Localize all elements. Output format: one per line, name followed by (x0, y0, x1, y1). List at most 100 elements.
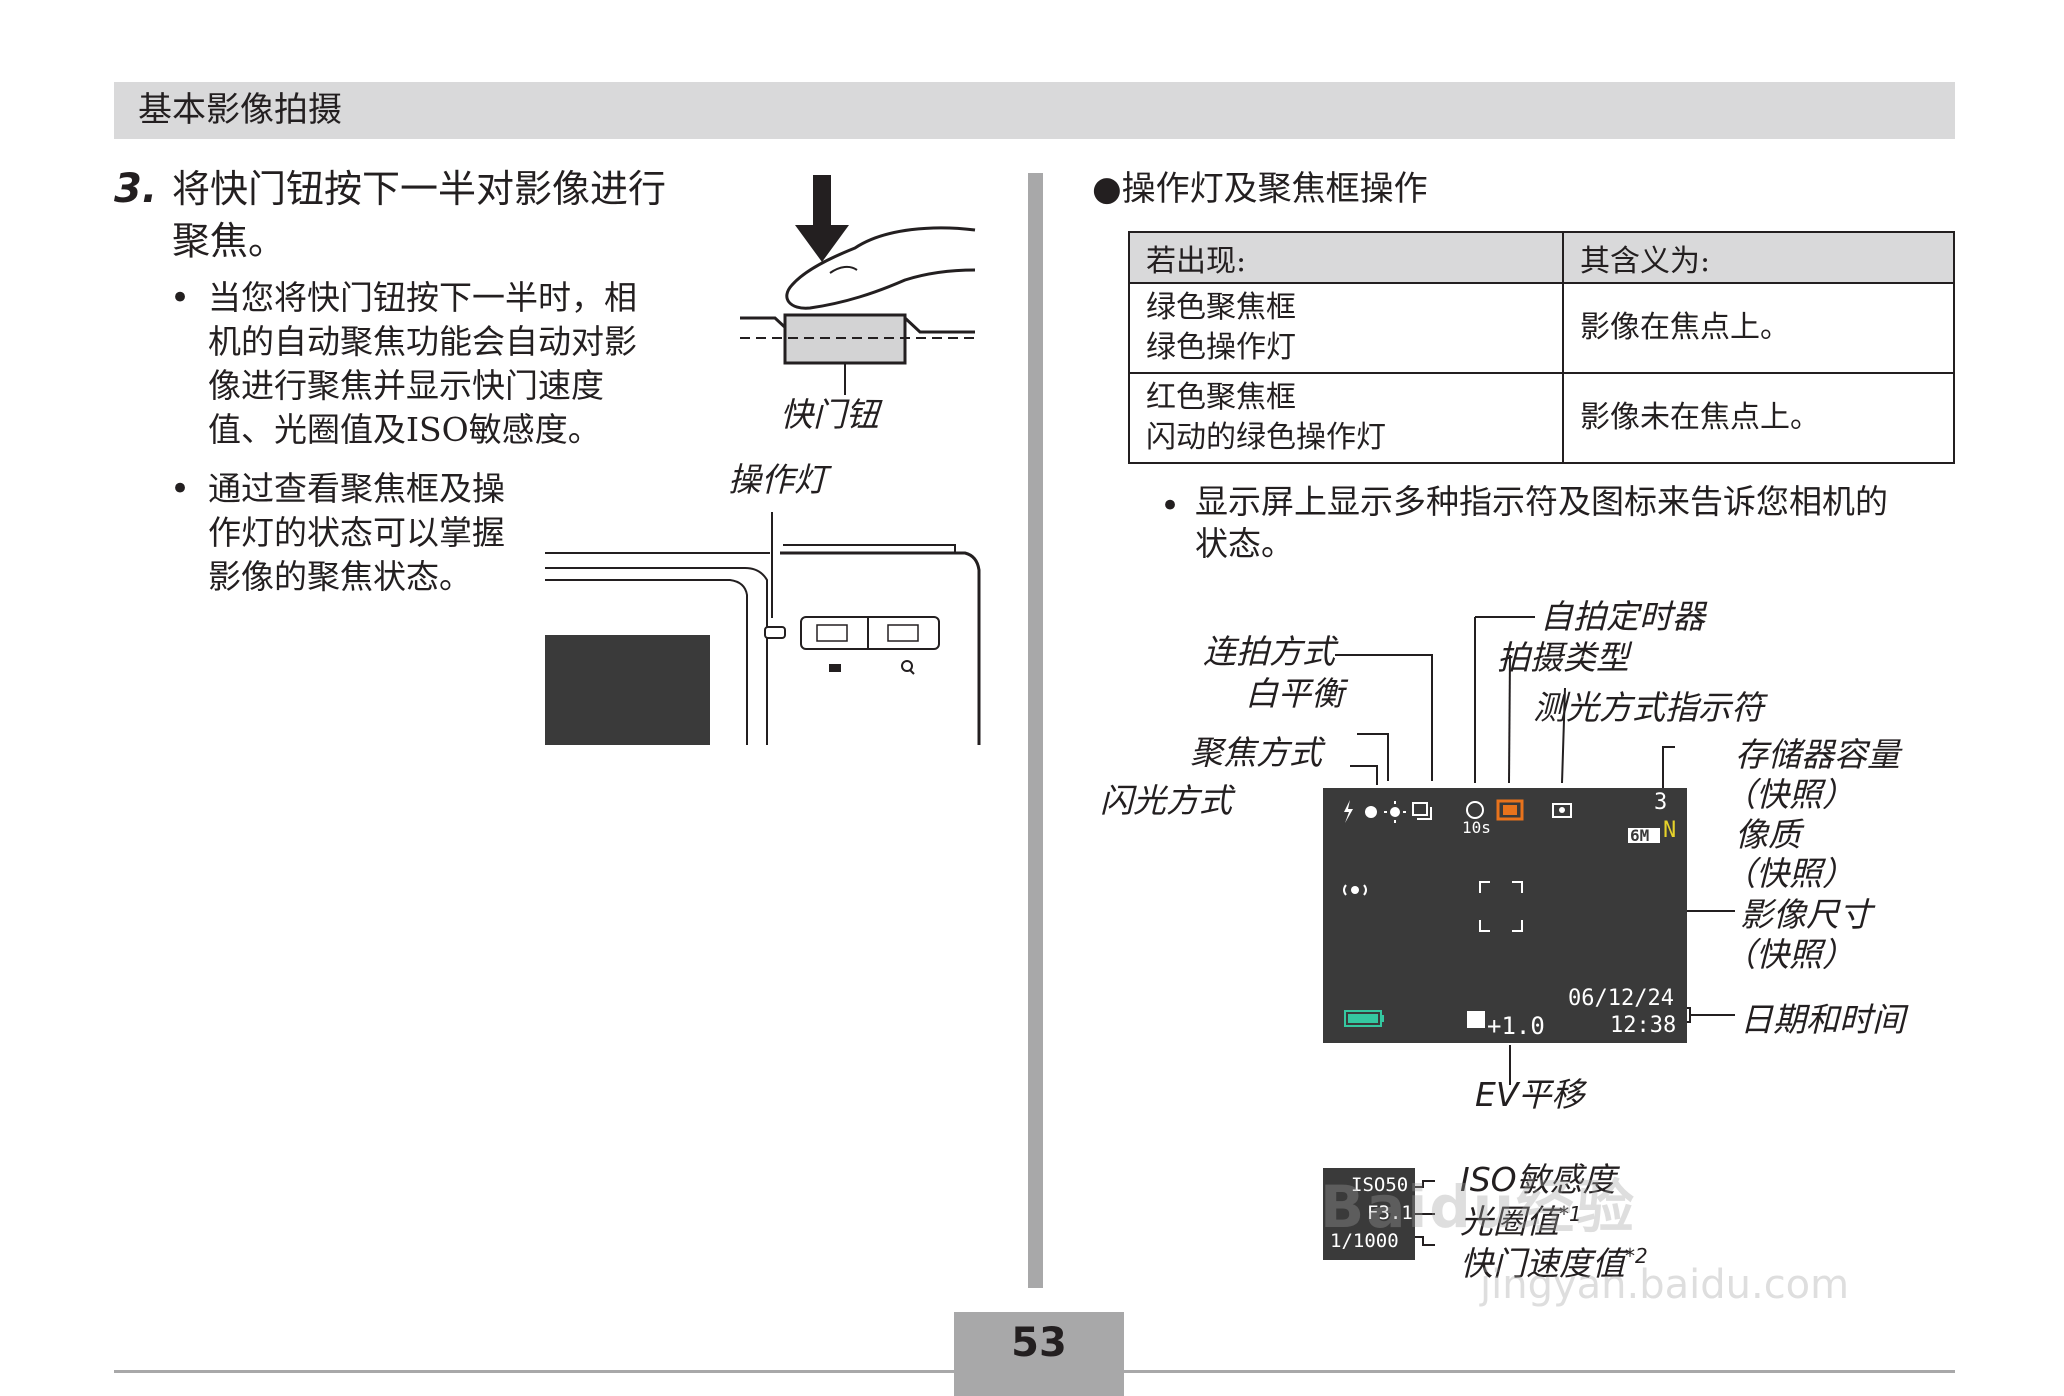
continuous-shot-icon (1412, 802, 1428, 816)
quality-value: N (1663, 818, 1677, 843)
label-aperture: 光圈值*1 (1460, 1194, 1582, 1242)
bullet-marker: • (170, 469, 191, 509)
sun-icon (1390, 807, 1400, 817)
page-header-title: 基本影像拍摄 (138, 90, 342, 130)
operation-lamp-icon (764, 626, 786, 639)
header-bar (114, 82, 1955, 139)
label-metering: 测光方式指示符 (1533, 688, 1764, 727)
bullet-paragraph-2: 通过查看聚焦框及操 作灯的状态可以掌握 影像的聚焦状态。 (208, 467, 548, 599)
bullet-marker: • (170, 278, 191, 318)
anti-shake-waves (1343, 884, 1367, 896)
section-bullet-icon: ● (1092, 169, 1122, 209)
label-continuous: 连拍方式 (1203, 632, 1335, 671)
bullet-line: 作灯的状态可以掌握 (208, 513, 505, 552)
down-arrow-icon (795, 225, 849, 262)
shutter-speed-value: 1/1000 (1330, 1230, 1399, 1252)
watermark-brand: Baidu经验 (1320, 1173, 1637, 1241)
metering-icon (1552, 803, 1572, 818)
step-title-line: 将快门钮按下一半对影像进行 (172, 167, 667, 211)
bullet-line: 像进行聚焦并显示快门速度 (208, 366, 604, 405)
wide-zoom-icon (816, 624, 848, 642)
image-size-icon (1628, 828, 1660, 843)
bullet-line: 影像的聚焦状态。 (208, 557, 472, 596)
battery-tip (1381, 1015, 1384, 1022)
sun-rays (1384, 801, 1406, 823)
magnify-icon (901, 660, 913, 672)
anti-shake-icon (1351, 886, 1359, 894)
shutter-press-illustration (740, 175, 976, 395)
bullet-line: 机的自动聚焦功能会自动对影 (208, 322, 637, 361)
focus-status-table: 若出现: 其含义为: 绿色聚焦框 绿色操作灯 影像在焦点上。 红色聚焦框 闪动的… (1128, 231, 1955, 464)
table-row: 绿色聚焦框 绿色操作灯 影像在焦点上。 (1128, 282, 1955, 374)
label-self-timer: 自拍定时器 (1540, 597, 1705, 636)
magnify-handle (909, 669, 915, 675)
body-edge-right (903, 316, 975, 334)
camera-body-outline (780, 551, 981, 745)
lcd-diagram (1323, 616, 1735, 1260)
label-image-size: 影像尺寸 (1740, 895, 1872, 934)
note-line: 状态。 (1195, 524, 1294, 563)
label-aperture-text: 光圈值 (1460, 1202, 1559, 1241)
cell-line: 闪动的绿色操作灯 (1146, 420, 1386, 455)
ev-value: +1.0 (1487, 1012, 1545, 1040)
note-paragraph: 显示屏上显示多种指示符及图标来告诉您相机的 状态。 (1195, 481, 1965, 565)
shooting-type-icon (1496, 799, 1524, 821)
page-number-box (954, 1312, 1124, 1396)
label-snapshot: （快照） (1723, 935, 1855, 974)
shutter-button-label: 快门钮 (780, 395, 879, 434)
exposure-readout-box (1323, 1168, 1415, 1260)
continuous-shot-icon-back (1417, 807, 1432, 820)
label-memory: 存储器容量 (1735, 735, 1900, 774)
date-value: 06/12/24 (1568, 986, 1674, 1011)
image-size-value: 6M (1630, 826, 1650, 845)
label-ev-shift: EV平移 (1475, 1075, 1585, 1114)
label-shutter-speed-text: 快门速度值 (1460, 1244, 1625, 1283)
bullet-paragraph-1: 当您将快门钮按下一半时，相 机的自动聚焦功能会自动对影 像进行聚焦并显示快门速度… (208, 276, 708, 452)
table-cell-meaning: 影像在焦点上。 (1562, 282, 1955, 374)
table-row: 红色聚焦框 闪动的绿色操作灯 影像未在焦点上。 (1128, 372, 1955, 464)
self-timer-icon (1466, 801, 1484, 819)
thumbnail-icon (829, 664, 841, 672)
ev-icon (1467, 1011, 1485, 1028)
label-shoot-type: 拍摄类型 (1497, 638, 1629, 677)
step-number: 3. (114, 166, 158, 212)
lcd-screen (1323, 788, 1687, 1043)
step-title: 将快门钮按下一半对影像进行 聚焦。 (172, 163, 712, 267)
metering-dot (1559, 807, 1565, 813)
footnote-mark: *1 (1559, 1202, 1582, 1226)
camera-top-ridge (783, 544, 956, 553)
focus-frame-icon (1479, 881, 1523, 932)
table-cell-appearance: 绿色聚焦框 绿色操作灯 (1128, 282, 1564, 374)
bullet-line: 值、光圈值及ISO敏感度。 (208, 410, 601, 449)
label-iso: ISO敏感度 (1460, 1160, 1616, 1199)
screen-bezel-inner (545, 579, 748, 745)
finger-icon (785, 226, 976, 310)
iso-value: ISO50 (1351, 1174, 1409, 1196)
aperture-value: F3.1 (1367, 1202, 1413, 1224)
label-snapshot: （快照） (1723, 854, 1855, 893)
page-number: 53 (1011, 1320, 1067, 1366)
camera-back-illustration (545, 512, 981, 745)
label-white-balance: 白平衡 (1245, 674, 1344, 713)
time-value: 12:38 (1610, 1013, 1677, 1038)
note-line: 显示屏上显示多种指示符及图标来告诉您相机的 (1195, 482, 1888, 521)
bullet-line: 通过查看聚焦框及操 (208, 469, 505, 508)
tele-zoom-icon (887, 624, 919, 642)
down-arrow-shaft (813, 175, 831, 227)
note-bullet: • (1160, 486, 1181, 526)
label-shutter-speed: 快门速度值*2 (1460, 1236, 1648, 1284)
remaining-shots-value: 3 (1654, 790, 1668, 815)
label-focus-mode: 聚焦方式 (1190, 733, 1322, 772)
table-header-cell: 其含义为: (1562, 231, 1955, 284)
exposure-callout-lines (1415, 1180, 1435, 1246)
cell-line: 绿色聚焦框 (1146, 290, 1296, 325)
table-header-cell: 若出现: (1128, 231, 1564, 284)
step-title-line: 聚焦。 (172, 219, 287, 263)
label-date-time: 日期和时间 (1740, 1000, 1905, 1039)
table-header-row: 若出现: 其含义为: (1128, 231, 1955, 284)
flash-icon (1344, 800, 1353, 823)
lcd-screen-icon (545, 635, 710, 745)
screen-bezel-outer (545, 567, 768, 745)
label-quality: 像质 (1735, 815, 1801, 854)
operation-lamp-label: 操作灯 (728, 460, 827, 499)
